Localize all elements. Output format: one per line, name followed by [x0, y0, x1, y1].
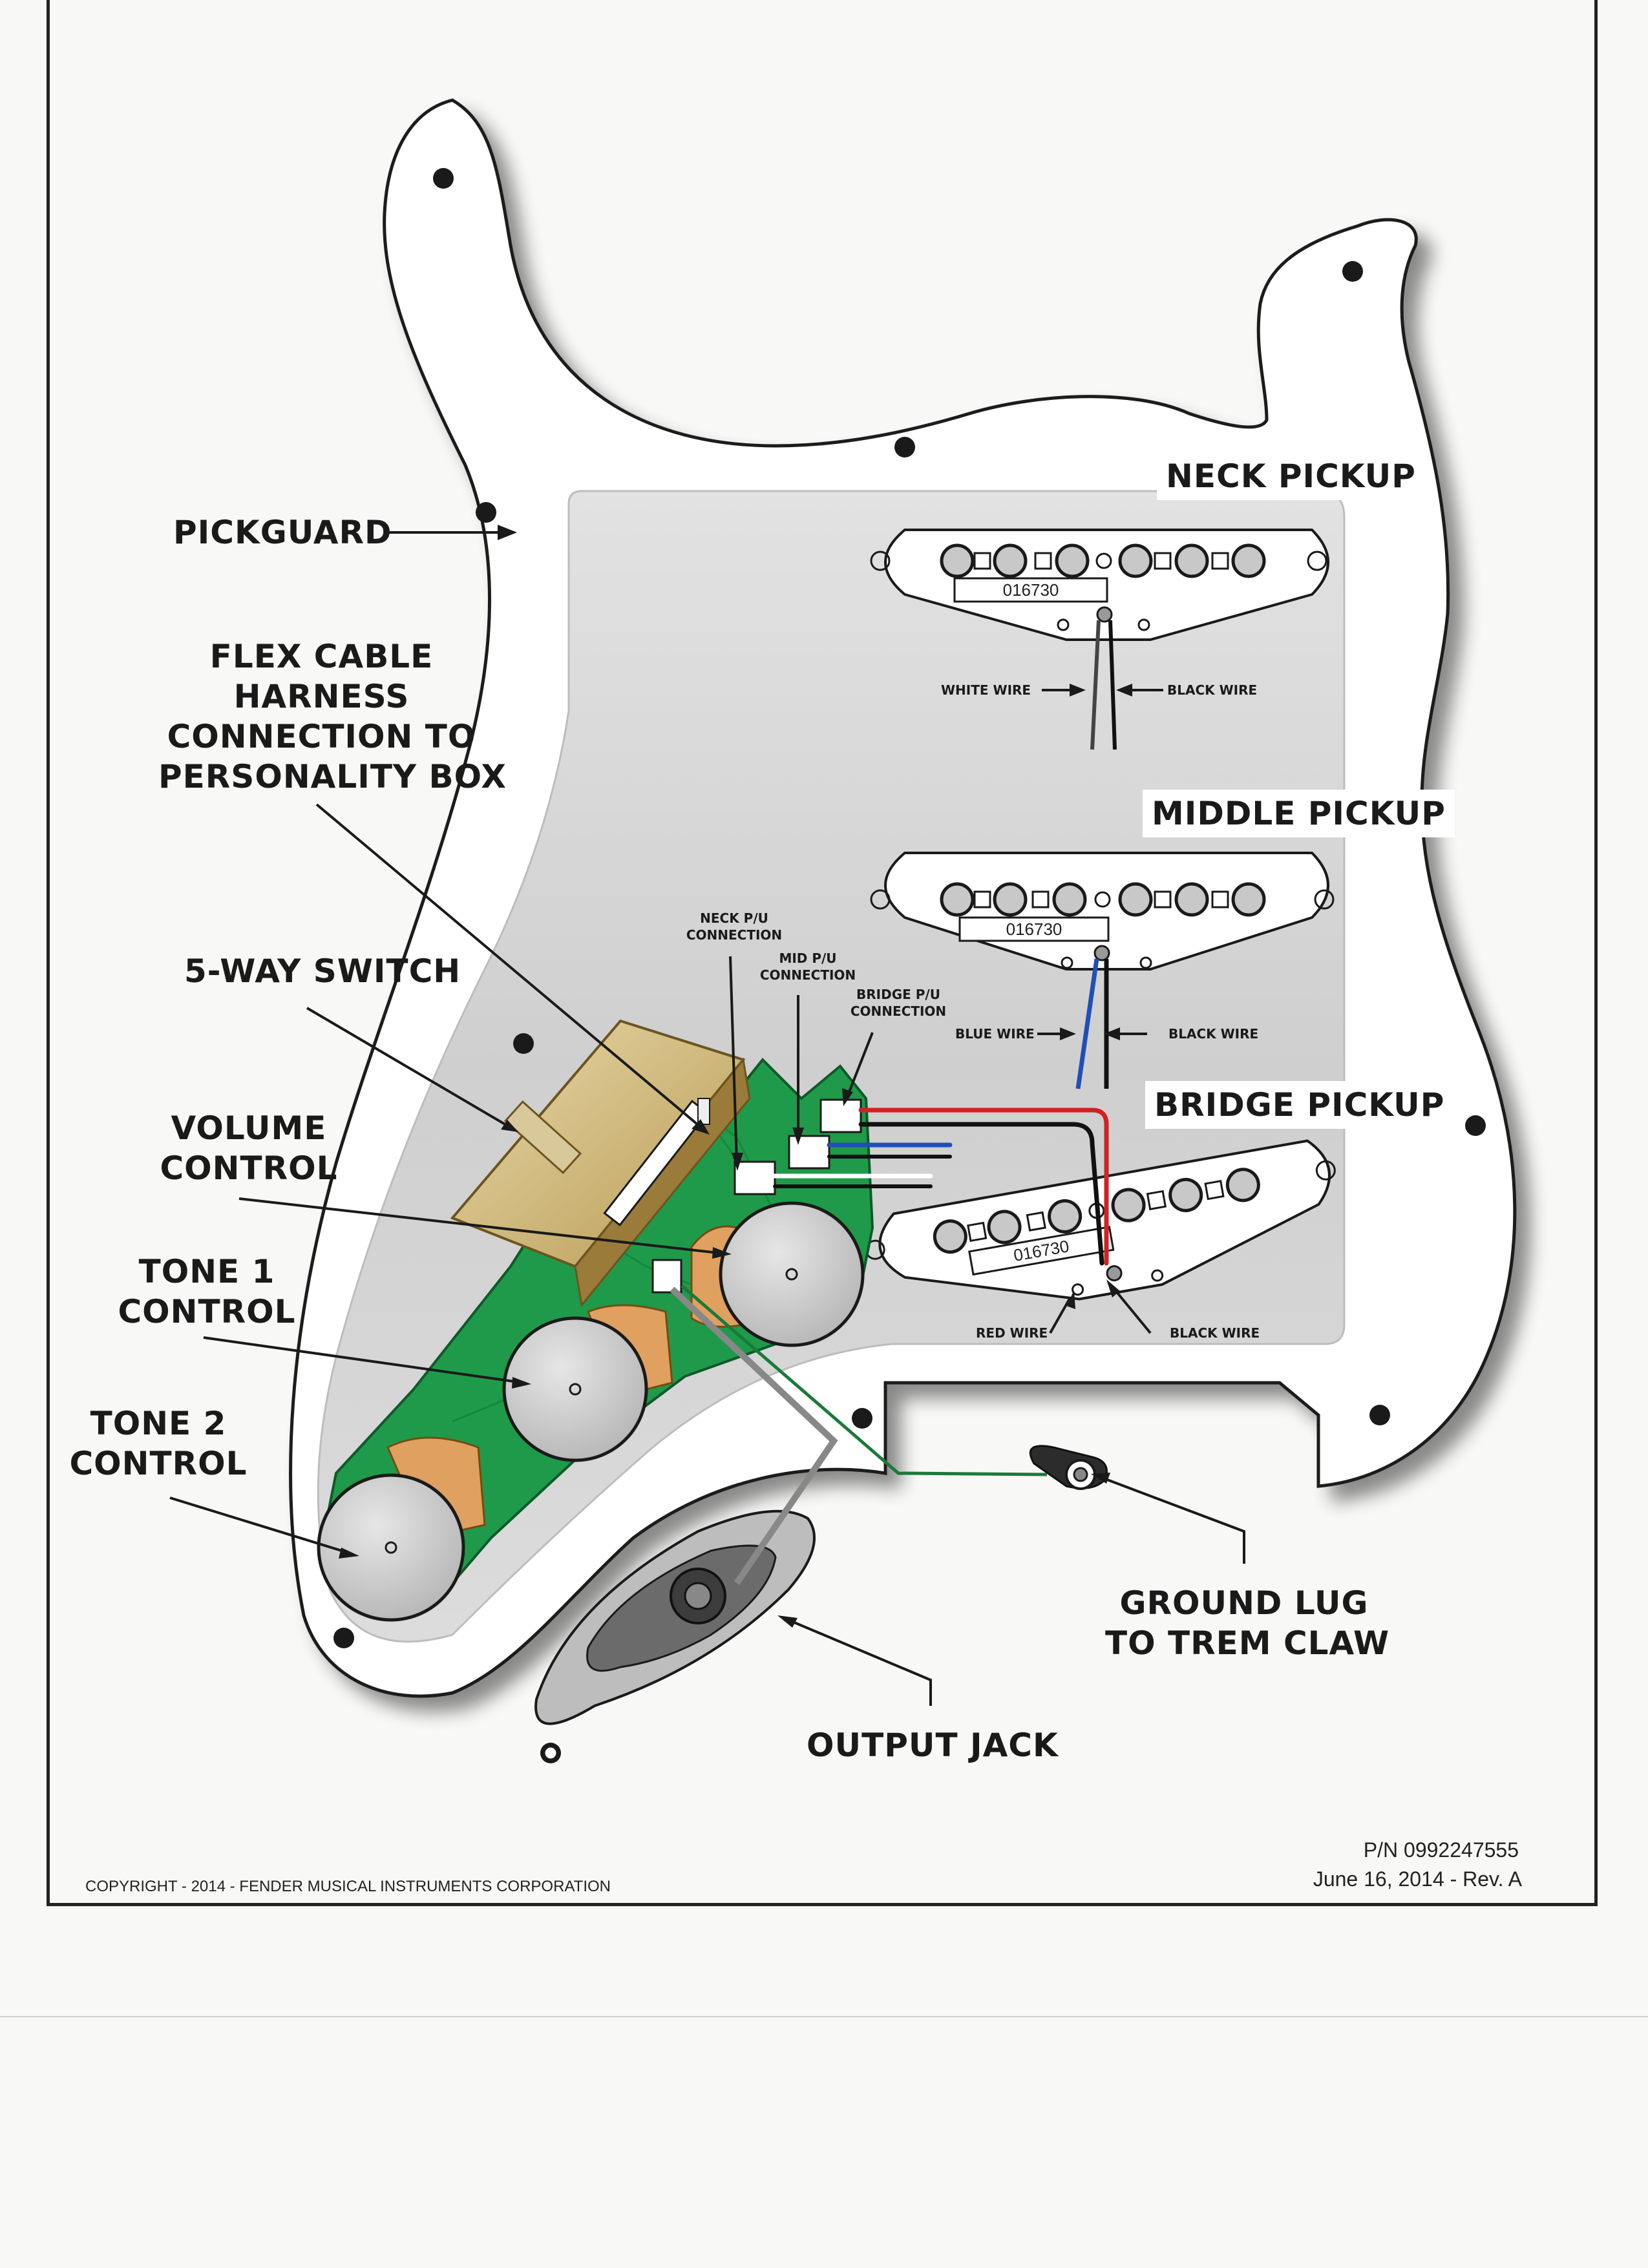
pickup-connectors	[651, 1098, 862, 1294]
flex-cable-line-2: HARNESS	[233, 678, 410, 715]
copyright-text: COPYRIGHT - 2014 - FENDER MUSICAL INSTRU…	[85, 1878, 611, 1895]
middle-pickup-serial: 016730	[1006, 919, 1062, 939]
flex-cable-line-4: PERSONALITY BOX	[158, 758, 507, 795]
tone2-line-1: TONE 2	[90, 1405, 227, 1442]
volume-line-2: CONTROL	[160, 1150, 338, 1187]
output-cable	[670, 1285, 1048, 1585]
mid-pu-connection-label: MID P/U CONNECTION	[750, 950, 866, 983]
five-way-switch-label: 5-WAY SWITCH	[184, 952, 461, 990]
page-border	[47, 0, 1598, 1906]
ground-lug-line-2: TO TREM CLAW	[1105, 1624, 1390, 1662]
neck-pickup: 016730	[870, 529, 1329, 750]
mid-pu-line-1: MID P/U	[779, 950, 837, 966]
pickguard-label: PICKGUARD	[173, 514, 392, 551]
flex-cable-connector	[603, 1098, 710, 1227]
bridge-pu-line-1: BRIDGE P/U	[856, 987, 940, 1002]
black-wire-bridge-label: BLACK WIRE	[1170, 1325, 1260, 1341]
mid-pu-line-2: CONNECTION	[759, 967, 856, 983]
tone2-pot	[317, 1436, 486, 1622]
flex-cable-line-1: FLEX CABLE	[209, 638, 434, 675]
red-wire-label: RED WIRE	[976, 1325, 1048, 1341]
tone2-control-label: TONE 2 CONTROL	[61, 1403, 255, 1484]
bridge-pickup-label: BRIDGE PICKUP	[1145, 1081, 1454, 1129]
blue-wire-label: BLUE WIRE	[955, 1026, 1035, 1042]
leader-lines	[169, 531, 1245, 1706]
volume-control-label: VOLUME CONTROL	[152, 1108, 346, 1188]
flex-cable-label: FLEX CABLE HARNESS CONNECTION TO PERSONA…	[158, 636, 507, 797]
date-revision: June 16, 2014 - Rev. A	[1313, 1867, 1522, 1891]
volume-line-1: VOLUME	[171, 1109, 327, 1147]
black-wire-mid-label: BLACK WIRE	[1168, 1026, 1259, 1042]
tone1-line-1: TONE 1	[138, 1253, 275, 1290]
ground-lug-line-1: GROUND LUG	[1119, 1584, 1369, 1622]
output-jack-label: OUTPUT JACK	[807, 1727, 1059, 1764]
ground-lug	[1029, 1445, 1108, 1490]
part-number: P/N 0992247555	[1363, 1838, 1519, 1862]
tone1-pot	[502, 1304, 673, 1462]
bridge-pu-connection-label: BRIDGE P/U CONNECTION	[840, 986, 956, 1020]
neck-pickup-serial: 016730	[1003, 580, 1059, 600]
volume-pot	[690, 1201, 865, 1347]
neck-pickup-label: NECK PICKUP	[1157, 452, 1425, 500]
white-wire-label: WHITE WIRE	[941, 682, 1031, 698]
middle-pickup-label: MIDDLE PICKUP	[1143, 790, 1455, 837]
tone1-line-2: CONTROL	[118, 1293, 296, 1330]
middle-pickup: 016730	[870, 852, 1335, 1089]
neck-pu-line-1: NECK P/U	[700, 910, 768, 926]
fold-line	[0, 2016, 1648, 2017]
neck-pu-connection-label: NECK P/U CONNECTION	[676, 910, 792, 943]
pickup-wires	[772, 1108, 1109, 1266]
ground-lug-label: GROUND LUG TO TREM CLAW	[1105, 1583, 1390, 1663]
black-wire-neck-label: BLACK WIRE	[1167, 682, 1258, 698]
flex-cable-line-3: CONNECTION TO	[167, 718, 476, 755]
bridge-pu-line-2: CONNECTION	[850, 1003, 947, 1019]
tone2-line-2: CONTROL	[69, 1445, 248, 1482]
tone1-control-label: TONE 1 CONTROL	[110, 1252, 304, 1332]
output-jack	[534, 1509, 816, 1761]
arrowheads	[339, 525, 1132, 1628]
neck-pu-line-2: CONNECTION	[686, 927, 783, 943]
